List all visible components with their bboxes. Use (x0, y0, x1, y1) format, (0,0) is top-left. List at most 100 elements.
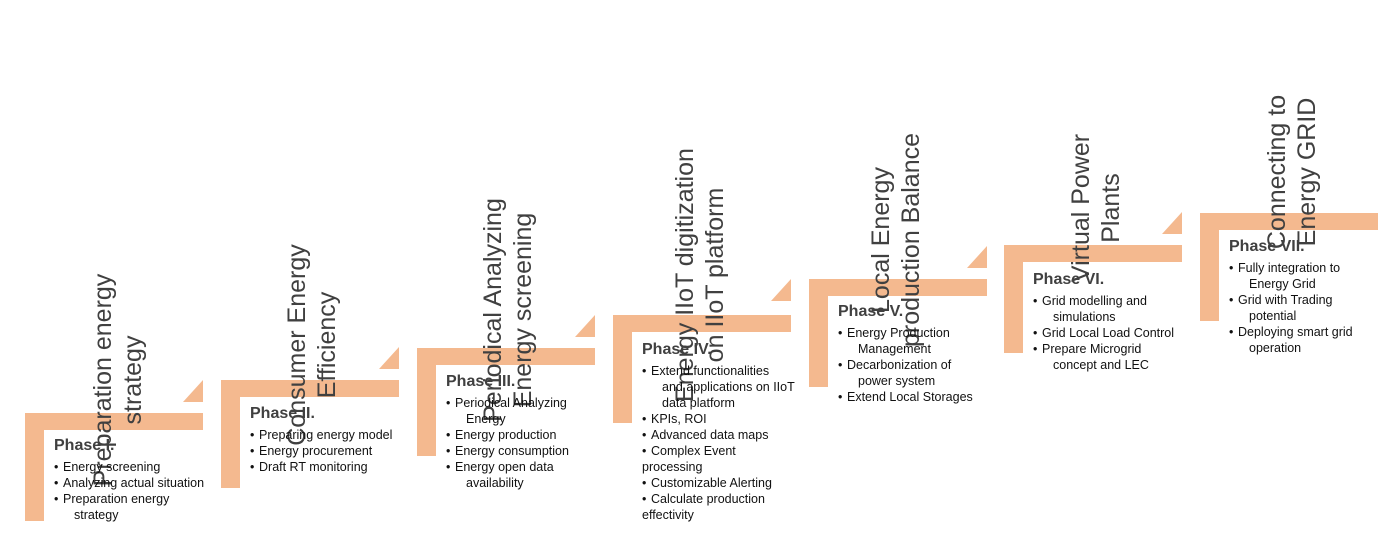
step-4-item-4: Complex Event processing (642, 443, 802, 475)
step-7-item-2-line-1: Grid with Trading (1238, 293, 1333, 307)
step-4-item-5-line-1: Customizable Alerting (651, 476, 772, 490)
step-1-item-1: Energy screening (54, 459, 254, 475)
step-3-item-2: Energy production (446, 427, 646, 443)
step-2-item-3: Draft RT monitoring (250, 459, 450, 475)
step-7-item-1-line-1: Fully integration to (1238, 261, 1341, 275)
step-1-item-3-line-2: strategy (74, 508, 119, 522)
step-4-item-4-line-2: processing (642, 460, 703, 474)
step-7-item-3-line-1: Deploying smart grid (1238, 325, 1353, 339)
step-7-phase-title: Phase VII. (1229, 238, 1305, 255)
step-5-top-bar (809, 279, 987, 296)
step-6-item-3-line-1: Prepare Microgrid (1042, 342, 1142, 356)
step-4-item-1-line-1: Extend functionalities (651, 364, 770, 378)
step-4-item-6-line-2: effectivity (642, 508, 694, 522)
step-5-item-2-line-2: power system (858, 374, 936, 388)
step-3-item-4: Energy open data availability (446, 459, 646, 491)
step-4-item-3-line-1: Advanced data maps (651, 428, 769, 442)
step-1-item-2-line-1: Analyzing actual situation (63, 476, 205, 490)
step-6-corner-triangle (1162, 212, 1182, 234)
step-4-corner-triangle (771, 279, 791, 301)
step-7-item-1: Fully integration to Energy Grid (1229, 260, 1379, 292)
step-4-item-2-line-1: KPIs, ROI (651, 412, 707, 426)
step-4-item-6-line-1: Calculate production (651, 492, 765, 506)
step-5-item-3-line-1: Extend Local Storages (847, 390, 973, 404)
step-7-top-bar (1200, 213, 1378, 230)
step-4-item-4-line-1: Complex Event (651, 444, 736, 458)
step-5-side-bar (809, 279, 828, 387)
step-1-item-3-line-1: Preparation energy (63, 492, 170, 506)
step-6-item-3-line-2: concept and LEC (1053, 358, 1149, 372)
step-7-item-3: Deploying smart grid operation (1229, 324, 1379, 356)
step-3-corner-triangle (575, 315, 595, 337)
step-3-item-3-line-1: Energy consumption (455, 444, 569, 458)
step-1-top-bar (25, 413, 203, 430)
step-3-item-4-line-1: Energy open data (455, 460, 554, 474)
step-6-item-2-line-1: Grid Local Load Control (1042, 326, 1175, 340)
step-2-item-1-line-1: Preparing energy model (259, 428, 393, 442)
step-5-item-3: Extend Local Storages (838, 389, 1038, 405)
step-1-items: Energy screening Analyzing actual situat… (54, 459, 254, 523)
step-3-item-2-line-1: Energy production (455, 428, 557, 442)
step-4-item-1-line-3: data platform (662, 396, 735, 410)
step-5-item-1-line-1: Energy Production (847, 326, 950, 340)
step-3-side-bar (417, 348, 436, 456)
step-2-item-2: Energy procurement (250, 443, 450, 459)
step-7-items: Fully integration to Energy Grid Grid wit… (1229, 260, 1379, 356)
step-1-corner-triangle (183, 380, 203, 402)
step-1-item-2: Analyzing actual situation (54, 475, 254, 491)
step-2-corner-triangle (379, 347, 399, 369)
step-6-side-bar (1004, 245, 1023, 353)
step-2-phase-title: Phase II. (250, 405, 315, 422)
step-4-phase-title: Phase IV. (642, 341, 712, 358)
step-7-side-bar (1200, 213, 1219, 321)
step-4-item-6: Calculate production effectivity (642, 491, 802, 523)
step-7-phase-box: Phase VII. Fully integration to Energy Gr… (1229, 237, 1379, 356)
step-6-item-1-line-1: Grid modelling and (1042, 294, 1147, 308)
step-2-item-1: Preparing energy model (250, 427, 450, 443)
step-2-top-bar (221, 380, 399, 397)
step-1-item-1-line-1: Energy screening (63, 460, 161, 474)
step-4-item-2: KPIs, ROI (642, 411, 802, 427)
step-3-item-4-line-2: availability (466, 476, 524, 490)
step-2-item-2-line-1: Energy procurement (259, 444, 373, 458)
step-6-item-1: Grid modelling and simulations (1033, 293, 1233, 325)
step-6-item-2: Grid Local Load Control (1033, 325, 1233, 341)
step-2-side-bar (221, 380, 240, 488)
step-6-items: Grid modelling and simulations Grid Local… (1033, 293, 1233, 373)
step-3-top-bar (417, 348, 595, 365)
step-4-side-bar (613, 315, 632, 423)
step-7-item-1-line-2: Energy Grid (1249, 277, 1316, 291)
step-2-item-3-line-1: Draft RT monitoring (259, 460, 368, 474)
step-4-item-3: Advanced data maps (642, 427, 802, 443)
step-6-phase-title: Phase VI. (1033, 271, 1105, 288)
step-6-top-bar (1004, 245, 1182, 262)
step-2-items: Preparing energy model Energy procuremen… (250, 427, 450, 475)
step-5-corner-triangle (967, 246, 987, 268)
step-4-item-5: Customizable Alerting (642, 475, 802, 491)
step-7-item-2: Grid with Trading potential (1229, 292, 1379, 324)
step-7-item-3-line-2: operation (1249, 341, 1302, 355)
step-1-phase-title: Phase I. (54, 437, 115, 454)
step-5-phase-title: Phase V. (838, 303, 904, 320)
step-3-item-1-line-2: Energy (466, 412, 506, 426)
step-6-item-1-line-2: simulations (1053, 310, 1116, 324)
step-1-side-bar (25, 413, 44, 521)
step-3-phase-title: Phase III. (446, 373, 516, 390)
step-1-item-3: Preparation energy strategy (54, 491, 254, 523)
step-5-item-2-line-1: Decarbonization of (847, 358, 952, 372)
step-6-phase-box: Phase VI. Grid modelling and simulations … (1033, 270, 1233, 373)
step-5-item-2: Decarbonization of power system (838, 357, 1038, 389)
step-6-item-3: Prepare Microgrid concept and LEC (1033, 341, 1233, 373)
step-7-item-2-line-2: potential (1249, 309, 1297, 323)
step-2-phase-box: Phase II. Preparing energy model Energy … (250, 404, 450, 475)
step-1-phase-box: Phase I. Energy screening Analyzing actu… (54, 436, 254, 523)
step-4-top-bar (613, 315, 791, 332)
